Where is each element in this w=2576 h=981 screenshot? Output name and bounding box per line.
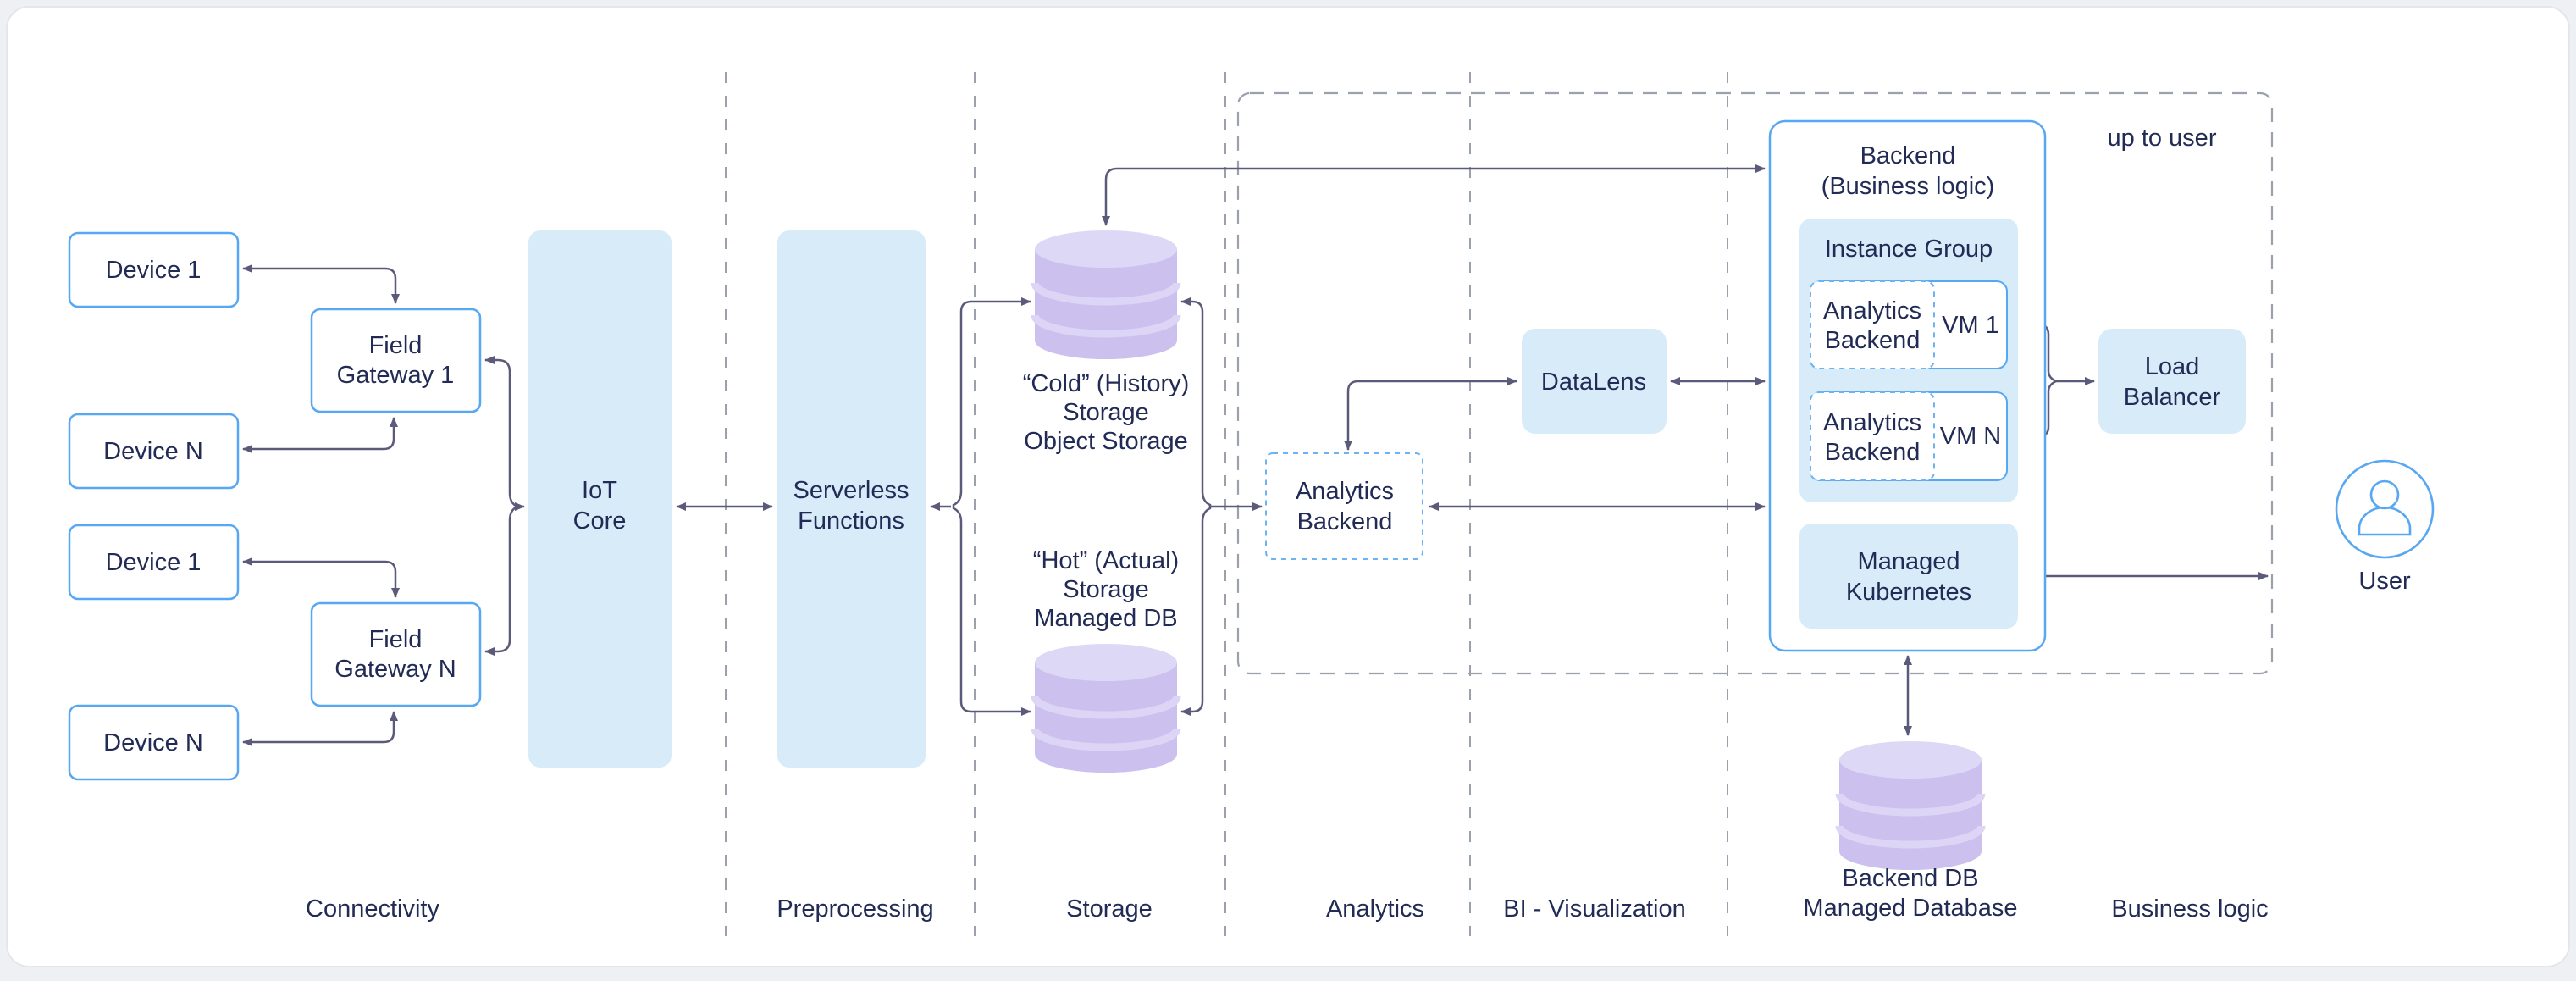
node-managed-kubernetes: Managed Kubernetes <box>1799 524 2018 629</box>
serverless-functions-box <box>777 230 926 768</box>
user-head-icon <box>2369 479 2400 510</box>
node-backend-db: Backend DB Managed Database <box>1803 741 2018 922</box>
brace-serverless-storage <box>952 297 1031 716</box>
node-device-1a: Device 1 <box>68 231 240 308</box>
backend-db-line1: Backend DB <box>1842 865 1978 892</box>
cold-storage-cylinder-icon <box>1035 230 1177 359</box>
analytics-backend-box <box>1265 452 1423 560</box>
node-device-nb: Device N <box>68 704 240 781</box>
node-load-balancer: Load Balancer <box>2098 329 2246 434</box>
vm-1-analytics-line1: Analytics <box>1823 297 1921 324</box>
hot-storage-line1: “Hot” (Actual) <box>1033 547 1179 574</box>
vm-1-analytics-line2: Backend <box>1825 327 1921 354</box>
arrow-devicena-gateway1 <box>242 417 398 453</box>
zone-label-analytics: Analytics <box>1326 895 1424 923</box>
serverless-line1: Serverless <box>793 477 909 504</box>
instance-group-label: Instance Group <box>1825 236 1993 263</box>
node-iot-core: IoT Core <box>528 230 672 768</box>
node-device-na: Device N <box>68 413 240 490</box>
load-balancer-line1: Load <box>2145 353 2200 380</box>
node-field-gateway-1: Field Gateway 1 <box>310 308 482 413</box>
backend-db-cylinder-icon <box>1839 741 1982 870</box>
node-vm-1: Analytics Backend VM 1 <box>1810 280 2008 369</box>
connectors <box>242 164 2269 746</box>
zone-label-business-logic: Business logic <box>2111 895 2268 923</box>
up-to-user-annotation: up to user <box>2108 125 2217 152</box>
hot-storage-cylinder-icon <box>1035 644 1177 773</box>
field-gateway-1-line2: Gateway 1 <box>337 362 455 389</box>
vm-1-analytics-backend-box <box>1810 280 1935 369</box>
arrow-analyticsbackend-datalens <box>1344 377 1517 451</box>
zone-labels: Connectivity Preprocessing Storage Analy… <box>306 895 2269 923</box>
node-instance-group: Instance Group Analytics Backend VM 1 An… <box>1799 219 2018 502</box>
field-gateway-1-line1: Field <box>369 332 423 359</box>
load-balancer-line2: Balancer <box>2124 384 2221 411</box>
device-na-box <box>68 413 240 490</box>
node-analytics-backend: Analytics Backend <box>1265 452 1423 560</box>
zone-label-storage: Storage <box>1066 895 1153 923</box>
field-gateway-n-line2: Gateway N <box>334 656 456 683</box>
node-hot-storage: “Hot” (Actual) Storage Managed DB <box>1033 547 1179 773</box>
device-1a-box <box>68 231 240 308</box>
device-1a-label: Device 1 <box>106 257 202 284</box>
device-nb-label: Device N <box>103 729 203 757</box>
managed-kubernetes-box <box>1799 524 2018 629</box>
device-nb-box <box>68 704 240 781</box>
node-device-1b: Device 1 <box>68 524 240 601</box>
datalens-box <box>1522 329 1667 434</box>
iot-core-line1: IoT <box>582 477 617 504</box>
field-gateway-n-box <box>310 601 482 707</box>
load-balancer-box <box>2098 329 2246 434</box>
arrow-devicenb-gatewayn <box>242 711 398 746</box>
node-vm-n: Analytics Backend VM N <box>1810 391 2008 481</box>
device-na-label: Device N <box>103 438 203 465</box>
vm-n-analytics-line1: Analytics <box>1823 409 1921 436</box>
arrow-device1b-gatewayn <box>242 557 400 598</box>
vm-n-label: VM N <box>1940 423 2002 450</box>
datalens-label: DataLens <box>1541 369 1646 396</box>
iot-core-line2: Core <box>573 507 627 535</box>
backend-title-line2: (Business logic) <box>1821 173 1995 200</box>
iot-core-box <box>528 230 672 768</box>
zone-label-bi-visualization: BI - Visualization <box>1503 895 1685 923</box>
arrow-coldstorage-backend-top <box>1102 164 1766 226</box>
cloud-boundary-dashed-rect <box>1236 91 2274 675</box>
vm-n-analytics-backend-box <box>1810 391 1935 481</box>
device-1b-label: Device 1 <box>106 549 202 576</box>
zone-label-preprocessing: Preprocessing <box>777 895 933 923</box>
hot-storage-line3: Managed DB <box>1034 605 1177 632</box>
vm-1-label: VM 1 <box>1942 312 1999 339</box>
cold-storage-line3: Object Storage <box>1024 428 1187 455</box>
node-datalens: DataLens <box>1522 329 1667 434</box>
vm-n-analytics-line2: Backend <box>1825 439 1921 466</box>
backend-db-line2: Managed Database <box>1803 895 2017 922</box>
cold-storage-line2: Storage <box>1063 399 1149 426</box>
node-serverless-functions: Serverless Functions <box>777 230 926 768</box>
managed-kubernetes-line2: Kubernetes <box>1846 579 1971 606</box>
cold-storage-line1: “Cold” (History) <box>1023 370 1190 397</box>
node-cold-storage: “Cold” (History) Storage Object Storage <box>1023 230 1190 455</box>
analytics-backend-line2: Backend <box>1297 508 1393 535</box>
user-label: User <box>2358 568 2411 595</box>
device-1b-box <box>68 524 240 601</box>
hot-storage-line2: Storage <box>1063 576 1149 603</box>
field-gateway-1-box <box>310 308 482 413</box>
managed-kubernetes-line1: Managed <box>1858 548 1960 575</box>
zone-label-connectivity: Connectivity <box>306 895 439 923</box>
arrow-device1a-gateway1 <box>242 264 400 304</box>
serverless-line2: Functions <box>798 507 904 535</box>
backend-title-line1: Backend <box>1860 142 1956 169</box>
node-field-gateway-n: Field Gateway N <box>310 601 482 707</box>
analytics-backend-line1: Analytics <box>1296 478 1394 505</box>
node-backend: Backend (Business logic) Instance Group … <box>1768 119 2047 652</box>
node-user: User <box>2335 459 2435 595</box>
field-gateway-n-line1: Field <box>369 626 423 653</box>
